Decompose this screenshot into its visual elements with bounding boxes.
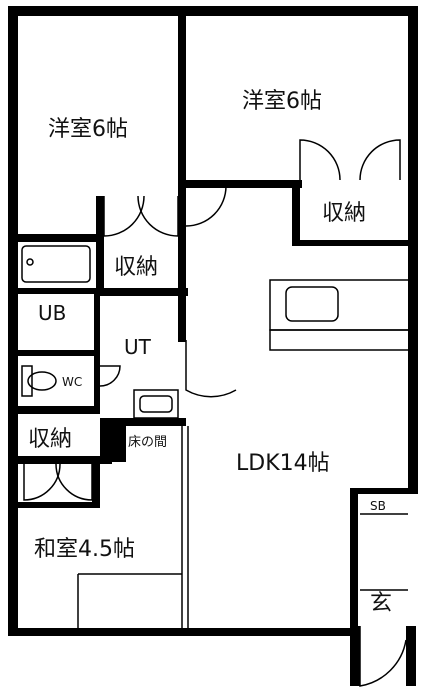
label-shoe-box: SB [370,499,386,513]
label-closet-left: 収納 [28,427,72,452]
walls [8,6,418,686]
label-entrance: 玄 [370,591,392,616]
label-unit-bath: UB [38,301,66,325]
label-western-room-right: 洋室6帖 [242,89,322,114]
label-tokonoma: 床の間 [128,435,167,450]
label-japanese-room: 和室4.5帖 [34,537,135,562]
label-ldk: LDK14帖 [236,451,330,476]
label-closet-right: 収納 [322,201,366,226]
label-closet-center: 収納 [114,255,158,280]
thin-lines [21,139,411,687]
label-utility: UT [124,335,152,359]
label-toilet: WC [62,375,82,389]
label-western-room-left: 洋室6帖 [48,117,128,142]
